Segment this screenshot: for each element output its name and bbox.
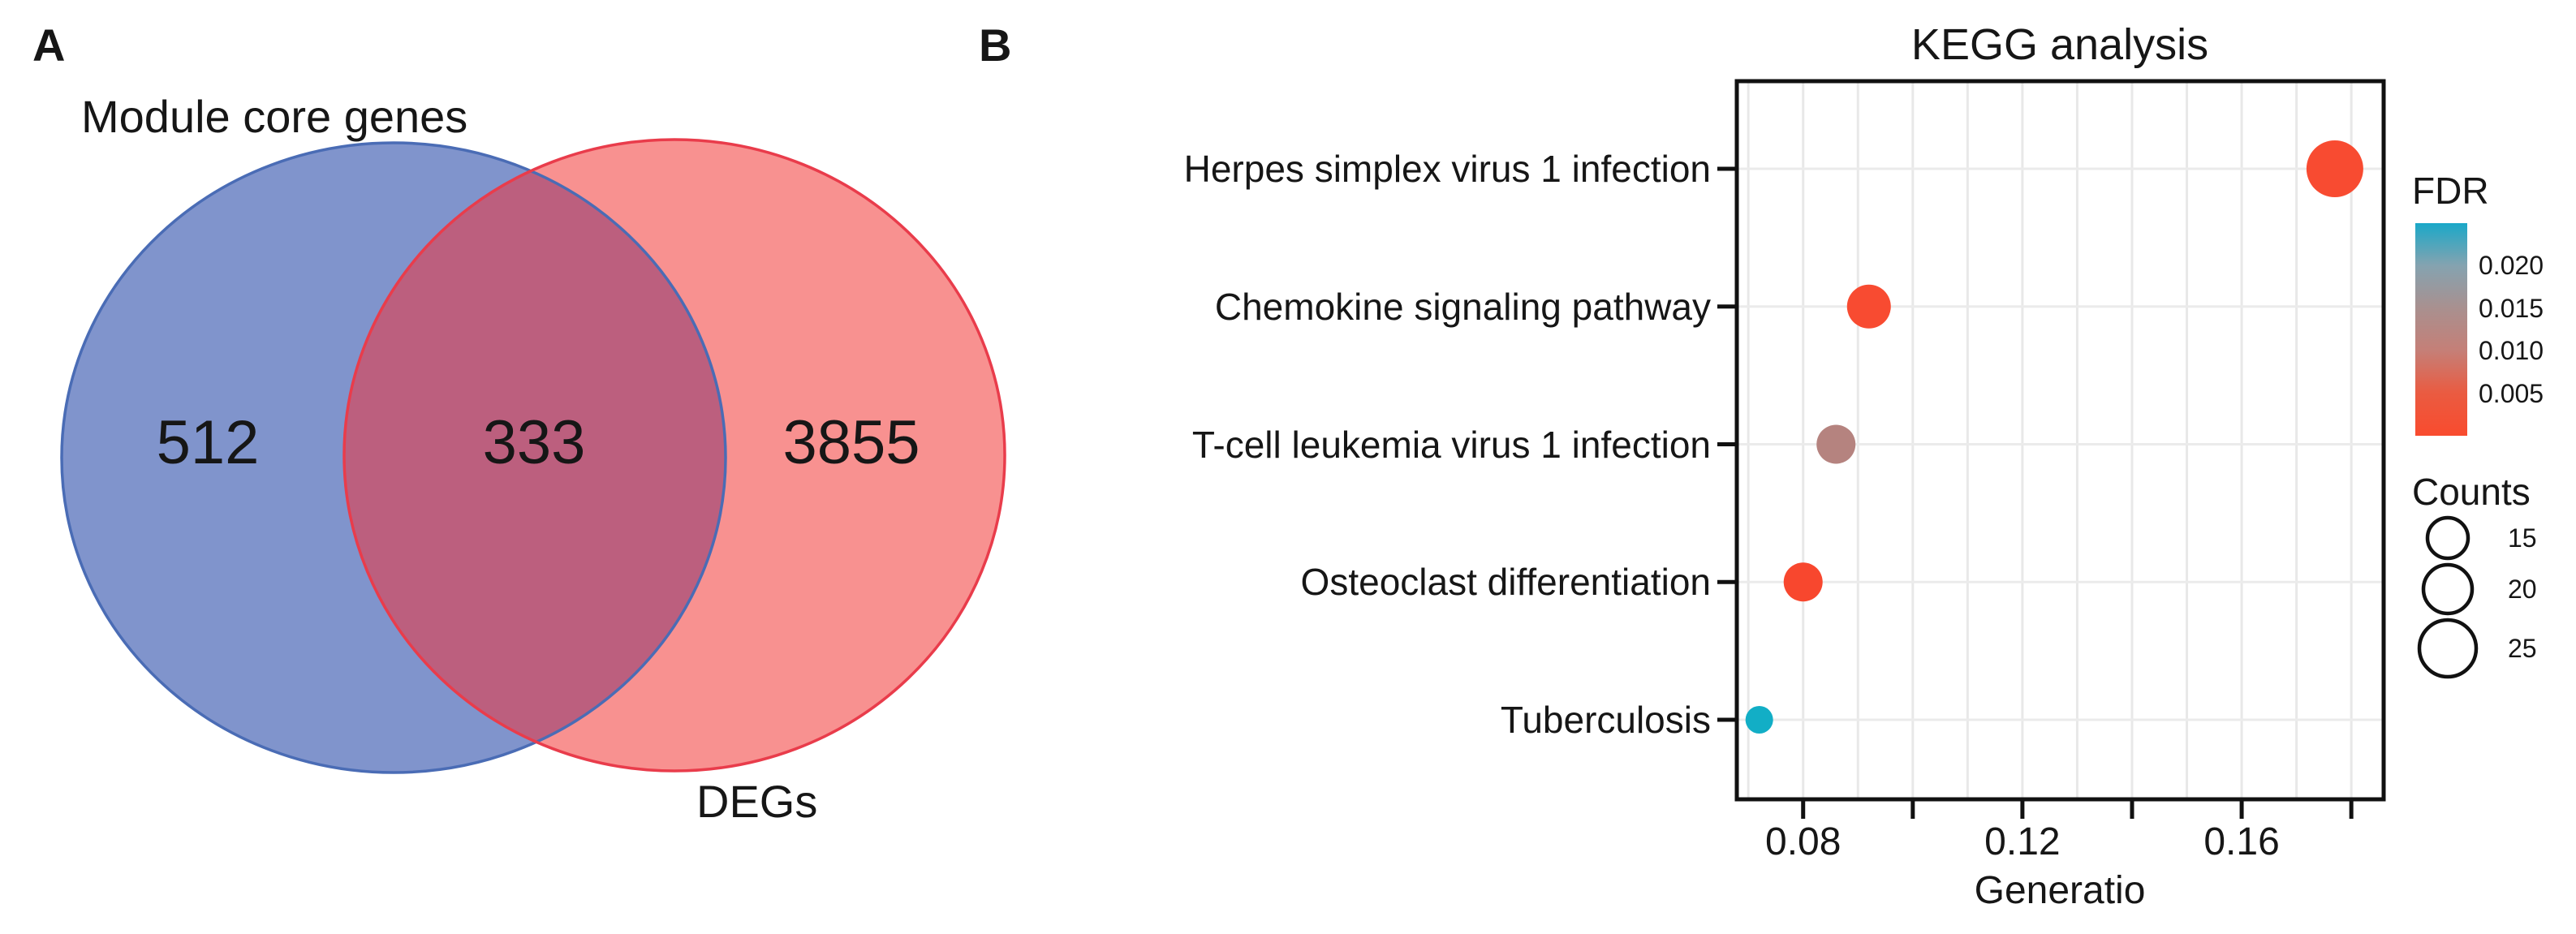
counts-legend-circle bbox=[2421, 562, 2475, 616]
pathway-label: Chemokine signaling pathway bbox=[1214, 285, 1711, 328]
fdr-tick-label: 0.020 bbox=[2479, 251, 2544, 281]
venn-set1-outline bbox=[60, 141, 727, 774]
venn-set2-count: 3855 bbox=[782, 408, 920, 477]
data-point bbox=[1846, 284, 1891, 329]
data-point bbox=[1816, 424, 1856, 464]
counts-legend-circle bbox=[2425, 515, 2470, 561]
venn-set1-count: 512 bbox=[156, 408, 260, 477]
counts-legend-circle bbox=[2417, 618, 2479, 679]
data-point bbox=[1783, 562, 1823, 602]
venn-diagram bbox=[60, 138, 1006, 774]
pathway-label: T-cell leukemia virus 1 infection bbox=[1191, 423, 1711, 466]
venn-set2-label: DEGs bbox=[696, 776, 818, 827]
venn-overlap-region bbox=[344, 143, 726, 771]
counts-legend-title: Counts bbox=[2412, 471, 2531, 513]
counts-legend-label: 20 bbox=[2508, 575, 2537, 604]
panel-a-letter: A bbox=[32, 19, 66, 71]
pathway-label: Herpes simplex virus 1 infection bbox=[1183, 148, 1711, 190]
fdr-legend-title: FDR bbox=[2412, 170, 2489, 212]
data-point bbox=[2306, 140, 2363, 197]
data-point bbox=[1745, 706, 1773, 734]
counts-legend-label: 25 bbox=[2508, 634, 2537, 663]
panel-b-letter: B bbox=[979, 19, 1012, 71]
fdr-tick-label: 0.005 bbox=[2479, 378, 2544, 408]
venn-set2-outline bbox=[342, 138, 1006, 773]
x-tick-label: 0.12 bbox=[1984, 820, 2061, 863]
plot-frame bbox=[1734, 79, 2386, 802]
chart-title: KEGG analysis bbox=[1910, 20, 2209, 69]
pathway-label: Tuberculosis bbox=[1500, 699, 1711, 741]
venn-set1-label: Module core genes bbox=[81, 91, 468, 142]
x-tick-label: 0.08 bbox=[1765, 820, 1842, 863]
fdr-colorbar bbox=[2415, 223, 2467, 436]
x-tick-label: 0.16 bbox=[2203, 820, 2280, 863]
fdr-tick-label: 0.015 bbox=[2479, 293, 2544, 323]
counts-legend-label: 15 bbox=[2508, 523, 2537, 553]
x-axis-label: Generatio bbox=[1974, 869, 2146, 912]
fdr-tick-label: 0.010 bbox=[2479, 336, 2544, 366]
pathway-label: Osteoclast differentiation bbox=[1300, 561, 1711, 604]
venn-intersection-count: 333 bbox=[482, 408, 586, 477]
